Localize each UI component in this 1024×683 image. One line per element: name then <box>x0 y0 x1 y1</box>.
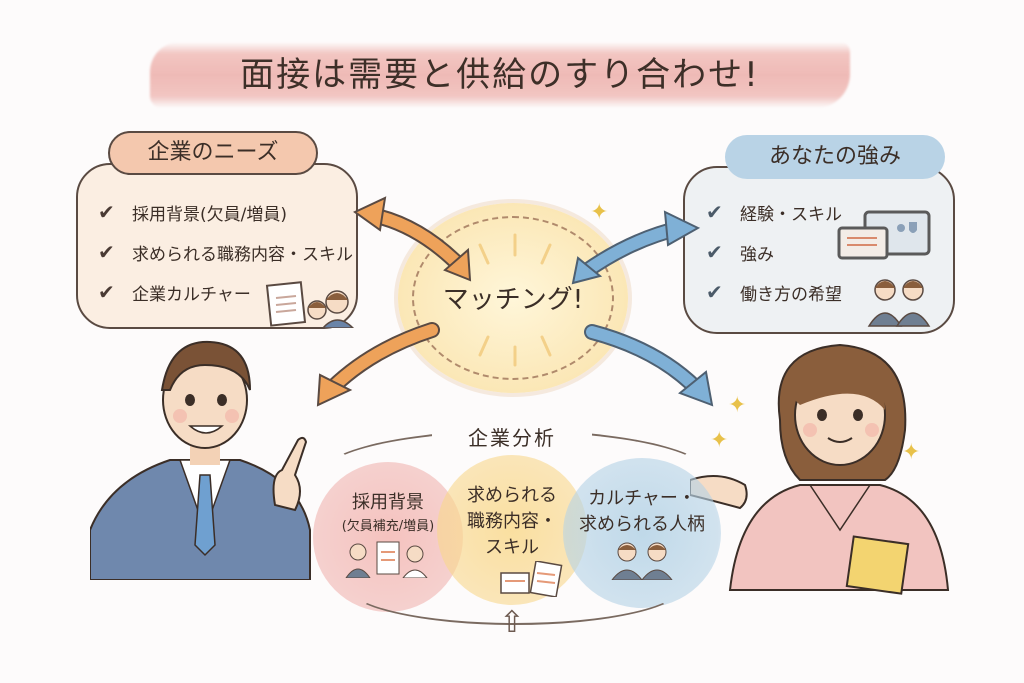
list-item-label: 強み <box>740 244 774 265</box>
list-item: ✔ 強み <box>706 232 842 272</box>
bubble-sub-text: (欠員補充/増員) <box>341 519 435 534</box>
company-needs-list: ✔ 採用背景(欠員/増員) ✔ 求められる職務内容・スキル ✔ 企業カルチャー <box>98 192 353 312</box>
your-strengths-label: あなたの強み <box>725 135 945 179</box>
matching-dashed-ring <box>412 216 614 380</box>
list-item: ✔ 採用背景(欠員/増員) <box>98 192 353 232</box>
check-icon: ✔ <box>706 200 723 224</box>
check-icon: ✔ <box>706 240 723 264</box>
bubble-line-2: 職務内容・ <box>467 511 557 532</box>
your-strengths-list: ✔ 経験・スキル ✔ 強み ✔ 働き方の希望 <box>706 192 842 312</box>
page-title: 面接は需要と供給のすり合わせ! <box>240 55 760 95</box>
list-item: ✔ 求められる職務内容・スキル <box>98 232 353 272</box>
list-item: ✔ 経験・スキル <box>706 192 842 232</box>
list-item-label: 求められる職務内容・スキル <box>132 244 353 265</box>
sparkle-icon: ✦ <box>590 200 609 225</box>
bubble-main-text: 採用背景 <box>352 492 424 513</box>
title-brush-band <box>150 42 850 108</box>
company-needs-label: 企業のニーズ <box>108 131 318 175</box>
check-icon: ✔ <box>98 200 115 224</box>
analysis-title: 企業分析 <box>432 423 592 453</box>
analysis-bottom-arc <box>345 545 685 625</box>
company-needs-panel <box>76 163 358 329</box>
check-icon: ✔ <box>706 280 723 304</box>
up-arrow-icon: ⇧ <box>499 605 525 640</box>
woman-in-sweater-illustration <box>690 343 950 595</box>
check-icon: ✔ <box>98 280 115 304</box>
bubble-line-1: カルチャー・ <box>588 488 696 509</box>
list-item: ✔ 企業カルチャー <box>98 272 353 312</box>
sparkle-icon: ✦ <box>902 440 921 465</box>
bubble-line-1: 求められる <box>467 485 557 506</box>
business-people-icon <box>867 279 931 327</box>
list-item: ✔ 働き方の希望 <box>706 272 842 312</box>
man-in-suit-illustration <box>90 340 311 580</box>
document-people-icon <box>265 281 355 328</box>
list-item-label: 経験・スキル <box>740 204 842 225</box>
matching-label: マッチング! <box>442 285 584 315</box>
sparkle-icon: ✦ <box>710 428 729 453</box>
list-item-label: 企業カルチャー <box>132 284 251 305</box>
list-item-label: 採用背景(欠員/増員) <box>132 204 287 225</box>
check-icon: ✔ <box>98 240 115 264</box>
list-item-label: 働き方の希望 <box>740 284 842 305</box>
burst-lines <box>478 233 552 367</box>
tablet-icon <box>837 210 931 260</box>
sparkle-icon: ✦ <box>728 393 747 418</box>
bubble-line-2: 求められる人柄 <box>579 514 705 535</box>
